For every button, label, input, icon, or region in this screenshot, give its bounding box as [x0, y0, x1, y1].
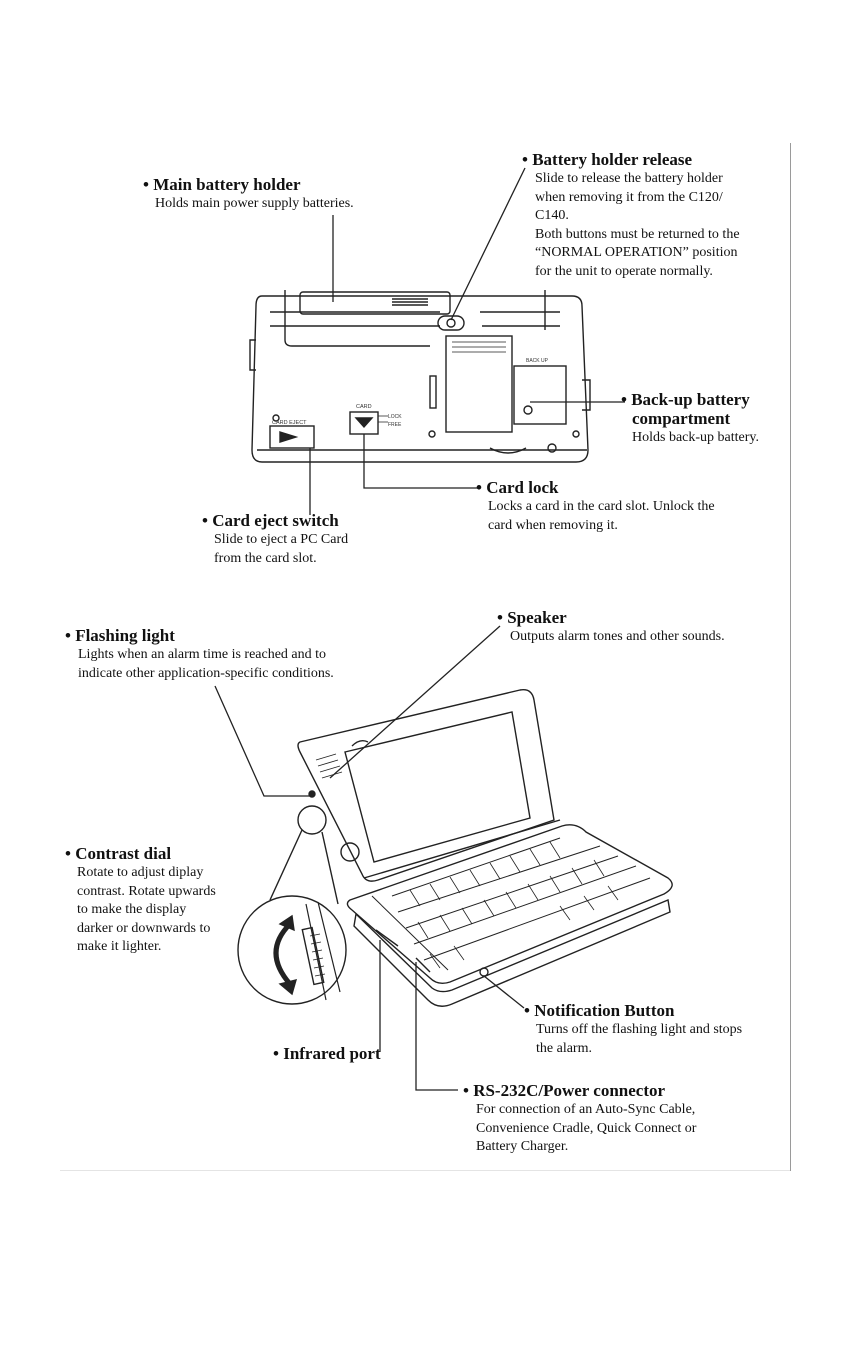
card-eject-desc-2: from the card slot. — [214, 550, 317, 566]
page-border-bottom — [60, 1170, 790, 1171]
battery-release-desc-1: Slide to release the battery holder — [535, 171, 723, 186]
lock-marking: LOCK — [388, 414, 402, 420]
notification-desc-2: the alarm. — [536, 1040, 592, 1056]
battery-release-desc-2: when removing it from the C120/ — [535, 189, 723, 205]
card-lock-desc-1: Locks a card in the card slot. Unlock th… — [488, 499, 715, 514]
battery-holder-release-callout: • Battery holder release Slide to releas… — [522, 151, 740, 281]
card-lock-callout: • Card lock Locks a card in the card slo… — [476, 479, 715, 535]
battery-release-desc-5: “NORMAL OPERATION” position — [535, 245, 738, 260]
notification-desc-1: Turns off the flashing light and stops — [536, 1022, 743, 1037]
main-battery-holder-callout: • Main battery holder Holds main power s… — [143, 176, 354, 214]
rs232c-connector-title: • RS-232C/Power connector — [463, 1081, 666, 1100]
contrast-dial-desc-4: darker or downwards to — [77, 920, 211, 936]
speaker-title: • Speaker — [497, 608, 567, 627]
battery-release-desc-6: for the unit to operate normally. — [535, 263, 713, 279]
card-eject-switch-callout: • Card eject switch Slide to eject a PC … — [202, 512, 348, 568]
contrast-dial-desc-3: to make the display — [77, 902, 187, 917]
rs232c-desc-2: Convenience Cradle, Quick Connect or — [476, 1120, 697, 1136]
speaker-callout: • Speaker Outputs alarm tones and other … — [497, 609, 725, 647]
contrast-dial-desc-1: Rotate to adjust diplay — [77, 865, 204, 880]
card-lock-title: • Card lock — [476, 478, 559, 497]
contrast-dial-desc-2: contrast. Rotate upwards — [77, 883, 216, 899]
device-underside-illustration — [249, 290, 591, 463]
contrast-dial-title: • Contrast dial — [65, 844, 172, 863]
flashing-light-title: • Flashing light — [65, 626, 175, 645]
main-battery-holder-title: • Main battery holder — [143, 175, 301, 194]
battery-release-desc-4: Both buttons must be returned to the — [535, 226, 740, 242]
rs232c-desc-3: Battery Charger. — [476, 1139, 569, 1154]
backup-battery-desc: Holds back-up battery. — [632, 430, 759, 445]
infrared-port-callout: • Infrared port — [273, 1045, 381, 1064]
contrast-dial-callout: • Contrast dial Rotate to adjust diplay … — [65, 845, 216, 957]
leader-lines-top — [309, 167, 625, 515]
back-up-marking: BACK UP — [526, 358, 549, 364]
flashing-light-desc-1: Lights when an alarm time is reached and… — [78, 647, 327, 662]
page-border-right — [790, 143, 791, 1171]
infrared-port-title: • Infrared port — [273, 1044, 381, 1063]
backup-battery-title-1: • Back-up battery — [621, 390, 750, 409]
flashing-light-desc-2: indicate other application-specific cond… — [78, 665, 334, 681]
card-eject-switch-title: • Card eject switch — [202, 511, 339, 530]
notification-button-callout: • Notification Button Turns off the flas… — [524, 1002, 742, 1058]
backup-battery-title-2: compartment — [632, 409, 731, 428]
rs232c-desc-1: For connection of an Auto-Sync Cable, — [476, 1102, 696, 1117]
card-marking: CARD — [356, 404, 372, 410]
battery-release-desc-3: C140. — [535, 208, 569, 223]
card-eject-marking: CARD EJECT — [272, 420, 307, 426]
leader-lines-bottom — [214, 625, 525, 1091]
card-lock-desc-2: card when removing it. — [488, 517, 618, 533]
speaker-desc: Outputs alarm tones and other sounds. — [510, 629, 725, 644]
card-eject-desc-1: Slide to eject a PC Card — [214, 532, 349, 547]
main-battery-holder-desc: Holds main power supply batteries. — [155, 196, 354, 211]
backup-battery-callout: • Back-up battery compartment Holds back… — [621, 391, 759, 448]
notification-button-title: • Notification Button — [524, 1001, 675, 1020]
contrast-dial-desc-5: make it lighter. — [77, 939, 162, 954]
device-open-illustration — [237, 689, 673, 1007]
free-marking: FREE — [388, 422, 402, 428]
rs232c-connector-callout: • RS-232C/Power connector For connection… — [463, 1082, 696, 1157]
flashing-light-callout: • Flashing light Lights when an alarm ti… — [65, 627, 334, 683]
battery-holder-release-title: • Battery holder release — [522, 150, 693, 169]
